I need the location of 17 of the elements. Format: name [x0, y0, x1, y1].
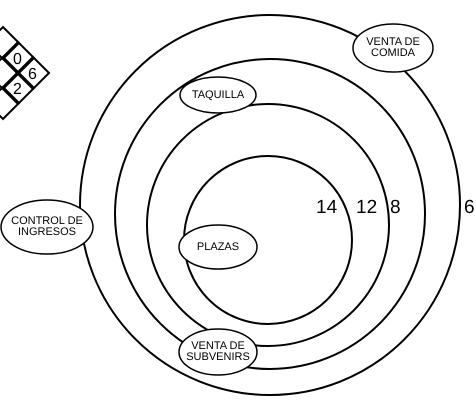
ellipse-node [352, 23, 434, 73]
node-label: VENTA DE SUBVENIRS [185, 341, 251, 363]
ring-number: 12 [356, 198, 378, 217]
grid-number: 6 [28, 65, 37, 84]
node-label: PLAZAS [196, 242, 240, 252]
ring-number: 14 [316, 198, 338, 217]
ellipse-node [179, 76, 257, 114]
ring-number: 6 [464, 198, 475, 217]
node-label: TAQUILLA [192, 90, 244, 100]
ellipse-node [178, 328, 258, 376]
ellipse-node [0, 199, 94, 255]
ring-number: 8 [390, 198, 401, 217]
grid-number: 2 [13, 80, 22, 99]
grid-number: 0 [13, 50, 22, 69]
node-label: CONTROL DE INGRESOS [10, 216, 84, 238]
ellipse-node [178, 224, 258, 270]
node-label: VENTA DE COMIDA [365, 37, 421, 59]
